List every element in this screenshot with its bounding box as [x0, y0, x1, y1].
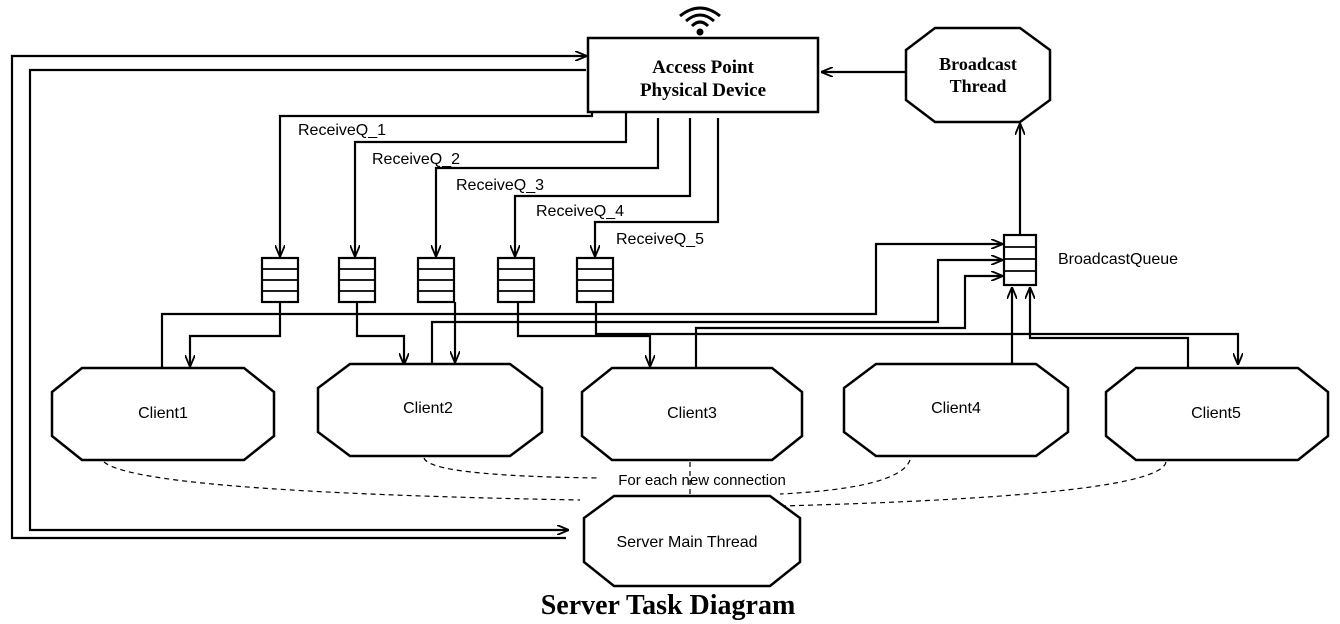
client-5-node: Client5: [1104, 366, 1330, 462]
client-1-label: Client1: [138, 405, 188, 422]
receive-queue-label-4: ReceiveQ_4: [536, 203, 624, 220]
receive-queue-4: [496, 256, 536, 304]
client-2-label: Client2: [403, 400, 453, 417]
server-main-thread-node: Server Main Thread: [582, 494, 802, 588]
broadcast-queue-label: BroadcastQueue: [1058, 251, 1178, 268]
broadcast-thread-label-line2: Thread: [950, 76, 1007, 96]
client-3-node: Client3: [580, 366, 804, 462]
client-3-label: Client3: [667, 405, 717, 422]
wifi-icon: [679, 6, 721, 36]
receive-wires: [280, 112, 720, 256]
receive-queue-label-2: ReceiveQ_2: [372, 151, 460, 168]
client-4-label: Client4: [931, 400, 981, 417]
receive-queue-label-5: ReceiveQ_5: [616, 231, 704, 248]
receive-queue-2: [337, 256, 377, 304]
broadcast-queue: [1002, 233, 1038, 287]
client-1-node: Client1: [50, 366, 276, 462]
client-5-label: Client5: [1191, 405, 1241, 422]
receive-queue-label-3: ReceiveQ_3: [456, 177, 544, 194]
receive-queue-1: [260, 256, 300, 304]
access-point-label-line2: Physical Device: [640, 80, 766, 101]
broadcast-thread-node: Broadcast Thread: [904, 26, 1052, 124]
server-ap-wires: [10, 56, 586, 540]
queue-to-client-wires: [190, 302, 1238, 366]
access-point-box: Access Point Physical Device: [586, 36, 820, 114]
receive-queue-3: [416, 256, 456, 304]
receive-queue-labels: ReceiveQ_1 ReceiveQ_2 ReceiveQ_3 Receive…: [298, 122, 704, 248]
client-to-broadcast-wires: [160, 244, 1190, 370]
client-2-node: Client2: [316, 362, 544, 458]
client-4-node: Client4: [842, 362, 1070, 458]
server-main-thread-label: Server Main Thread: [616, 534, 757, 551]
diagram-title: Server Task Diagram: [541, 590, 796, 621]
access-point-label-line1: Access Point: [652, 57, 755, 78]
broadcast-thread-label-line1: Broadcast: [939, 54, 1017, 74]
receive-queue-5: [575, 256, 615, 304]
receive-queue-label-1: ReceiveQ_1: [298, 122, 386, 139]
connection-note: For each new connection: [618, 472, 786, 489]
